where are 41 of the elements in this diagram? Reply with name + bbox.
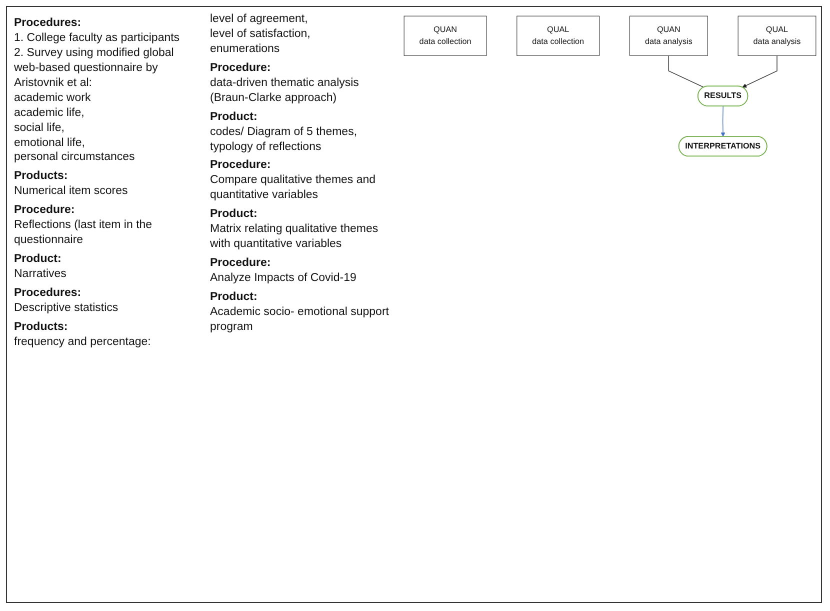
section-heading: Procedures: [14,16,82,31]
section-heading: Procedure: [14,203,76,218]
note-text: (Braun-Clarke approach) [210,90,338,106]
connector [668,55,704,88]
note-text: Analyze Impacts of Covid-19 [210,271,358,286]
section-heading: Procedure: [210,158,272,174]
section-heading: Products: [14,169,69,184]
section-heading: Procedures: [14,286,82,301]
note-text: data-driven thematic analysis [210,76,360,91]
arrow [720,106,726,137]
node-box: QUAN data collection [404,16,487,56]
note-text: Numerical item scores [14,184,129,200]
section-heading: Products: [14,320,69,335]
node-box: QUAL data collection [516,16,600,56]
note-text: Matrix relating qualitative themes with quantitative variables [210,222,380,252]
note-text: academic work [14,90,92,106]
section-heading: Product: [14,252,62,267]
section-heading: Procedure: [210,60,272,76]
note-text: Compare qualitative themes and quantitative variables [210,173,377,204]
note-text: frequency and percentage: [14,334,152,350]
note-text: enumerations [210,42,281,57]
arrow [742,55,778,88]
node-box: QUAN data analysis [630,16,708,56]
note-text: Reflections (last item in the questionnaire [14,218,154,248]
note-text: Narratives [14,267,68,282]
node-box: QUAL data analysis [738,16,816,56]
section-heading: Product: [210,290,258,305]
note-text: academic life, [14,106,86,121]
note-text: Descriptive statistics [14,300,120,316]
section-heading: Procedure: [210,256,272,271]
note-text: personal circumstances [14,150,136,166]
note-text: 2. Survey using modified global web-based questionnaire by Aristovnik et al: [14,46,175,91]
note-text: 1. College faculty as participants [14,30,181,46]
note-text: Academic socio- emotional support program [210,304,390,335]
note-text: emotional life, [14,136,86,150]
note-text: codes/ Diagram of 5 themes, typology of reflections [210,124,358,154]
section-heading: Product: [210,207,258,222]
note-text: social life, [14,120,66,136]
note-text: level of agreement, [210,12,309,27]
note-text: level of satisfaction, [210,26,312,42]
section-heading: Product: [210,110,258,125]
